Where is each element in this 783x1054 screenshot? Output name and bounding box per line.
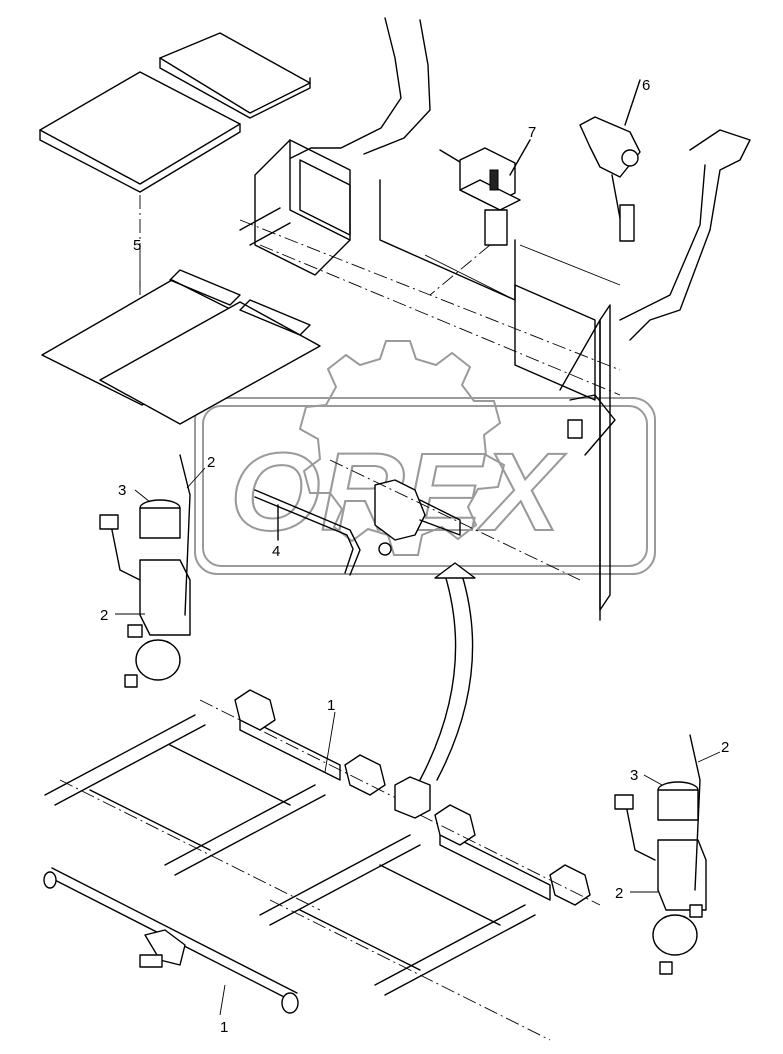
- callout-2-left-top: 2: [207, 454, 215, 471]
- watermark-frame: [194, 397, 656, 575]
- callout-1-lower: 1: [220, 1019, 228, 1036]
- callout-7: 7: [528, 124, 536, 141]
- callout-1-upper: 1: [327, 697, 335, 714]
- part-4-shaft-rod: [254, 459, 581, 581]
- callout-2-left-body: 2: [100, 607, 108, 624]
- callout-2-right-body: 2: [615, 885, 623, 902]
- callout-3-right: 3: [630, 767, 638, 784]
- part-2-3-motor-assembly-right: [614, 734, 707, 975]
- callout-2-right-top: 2: [721, 739, 729, 756]
- callout-labels: 1 1 2 2 2 2 3 3 4 5 6 7: [100, 77, 729, 1036]
- leader-lines: [115, 247, 721, 1016]
- part-1-drive-shaft: [43, 867, 299, 1014]
- part-7-valve-unit: [429, 139, 531, 296]
- part-5-cover-plates: [39, 32, 321, 425]
- part-1-chain-assembly-lower: [259, 776, 601, 1041]
- part-1-chain-assembly-upper: [44, 689, 401, 911]
- callout-5: 5: [133, 237, 141, 254]
- part-2-3-motor-assembly-left: [99, 454, 191, 688]
- part-6-sensor-bracket: [579, 79, 641, 242]
- callout-3-left: 3: [118, 482, 126, 499]
- callout-6: 6: [642, 77, 650, 94]
- callout-4: 4: [272, 543, 280, 560]
- direction-arrow: [419, 562, 476, 781]
